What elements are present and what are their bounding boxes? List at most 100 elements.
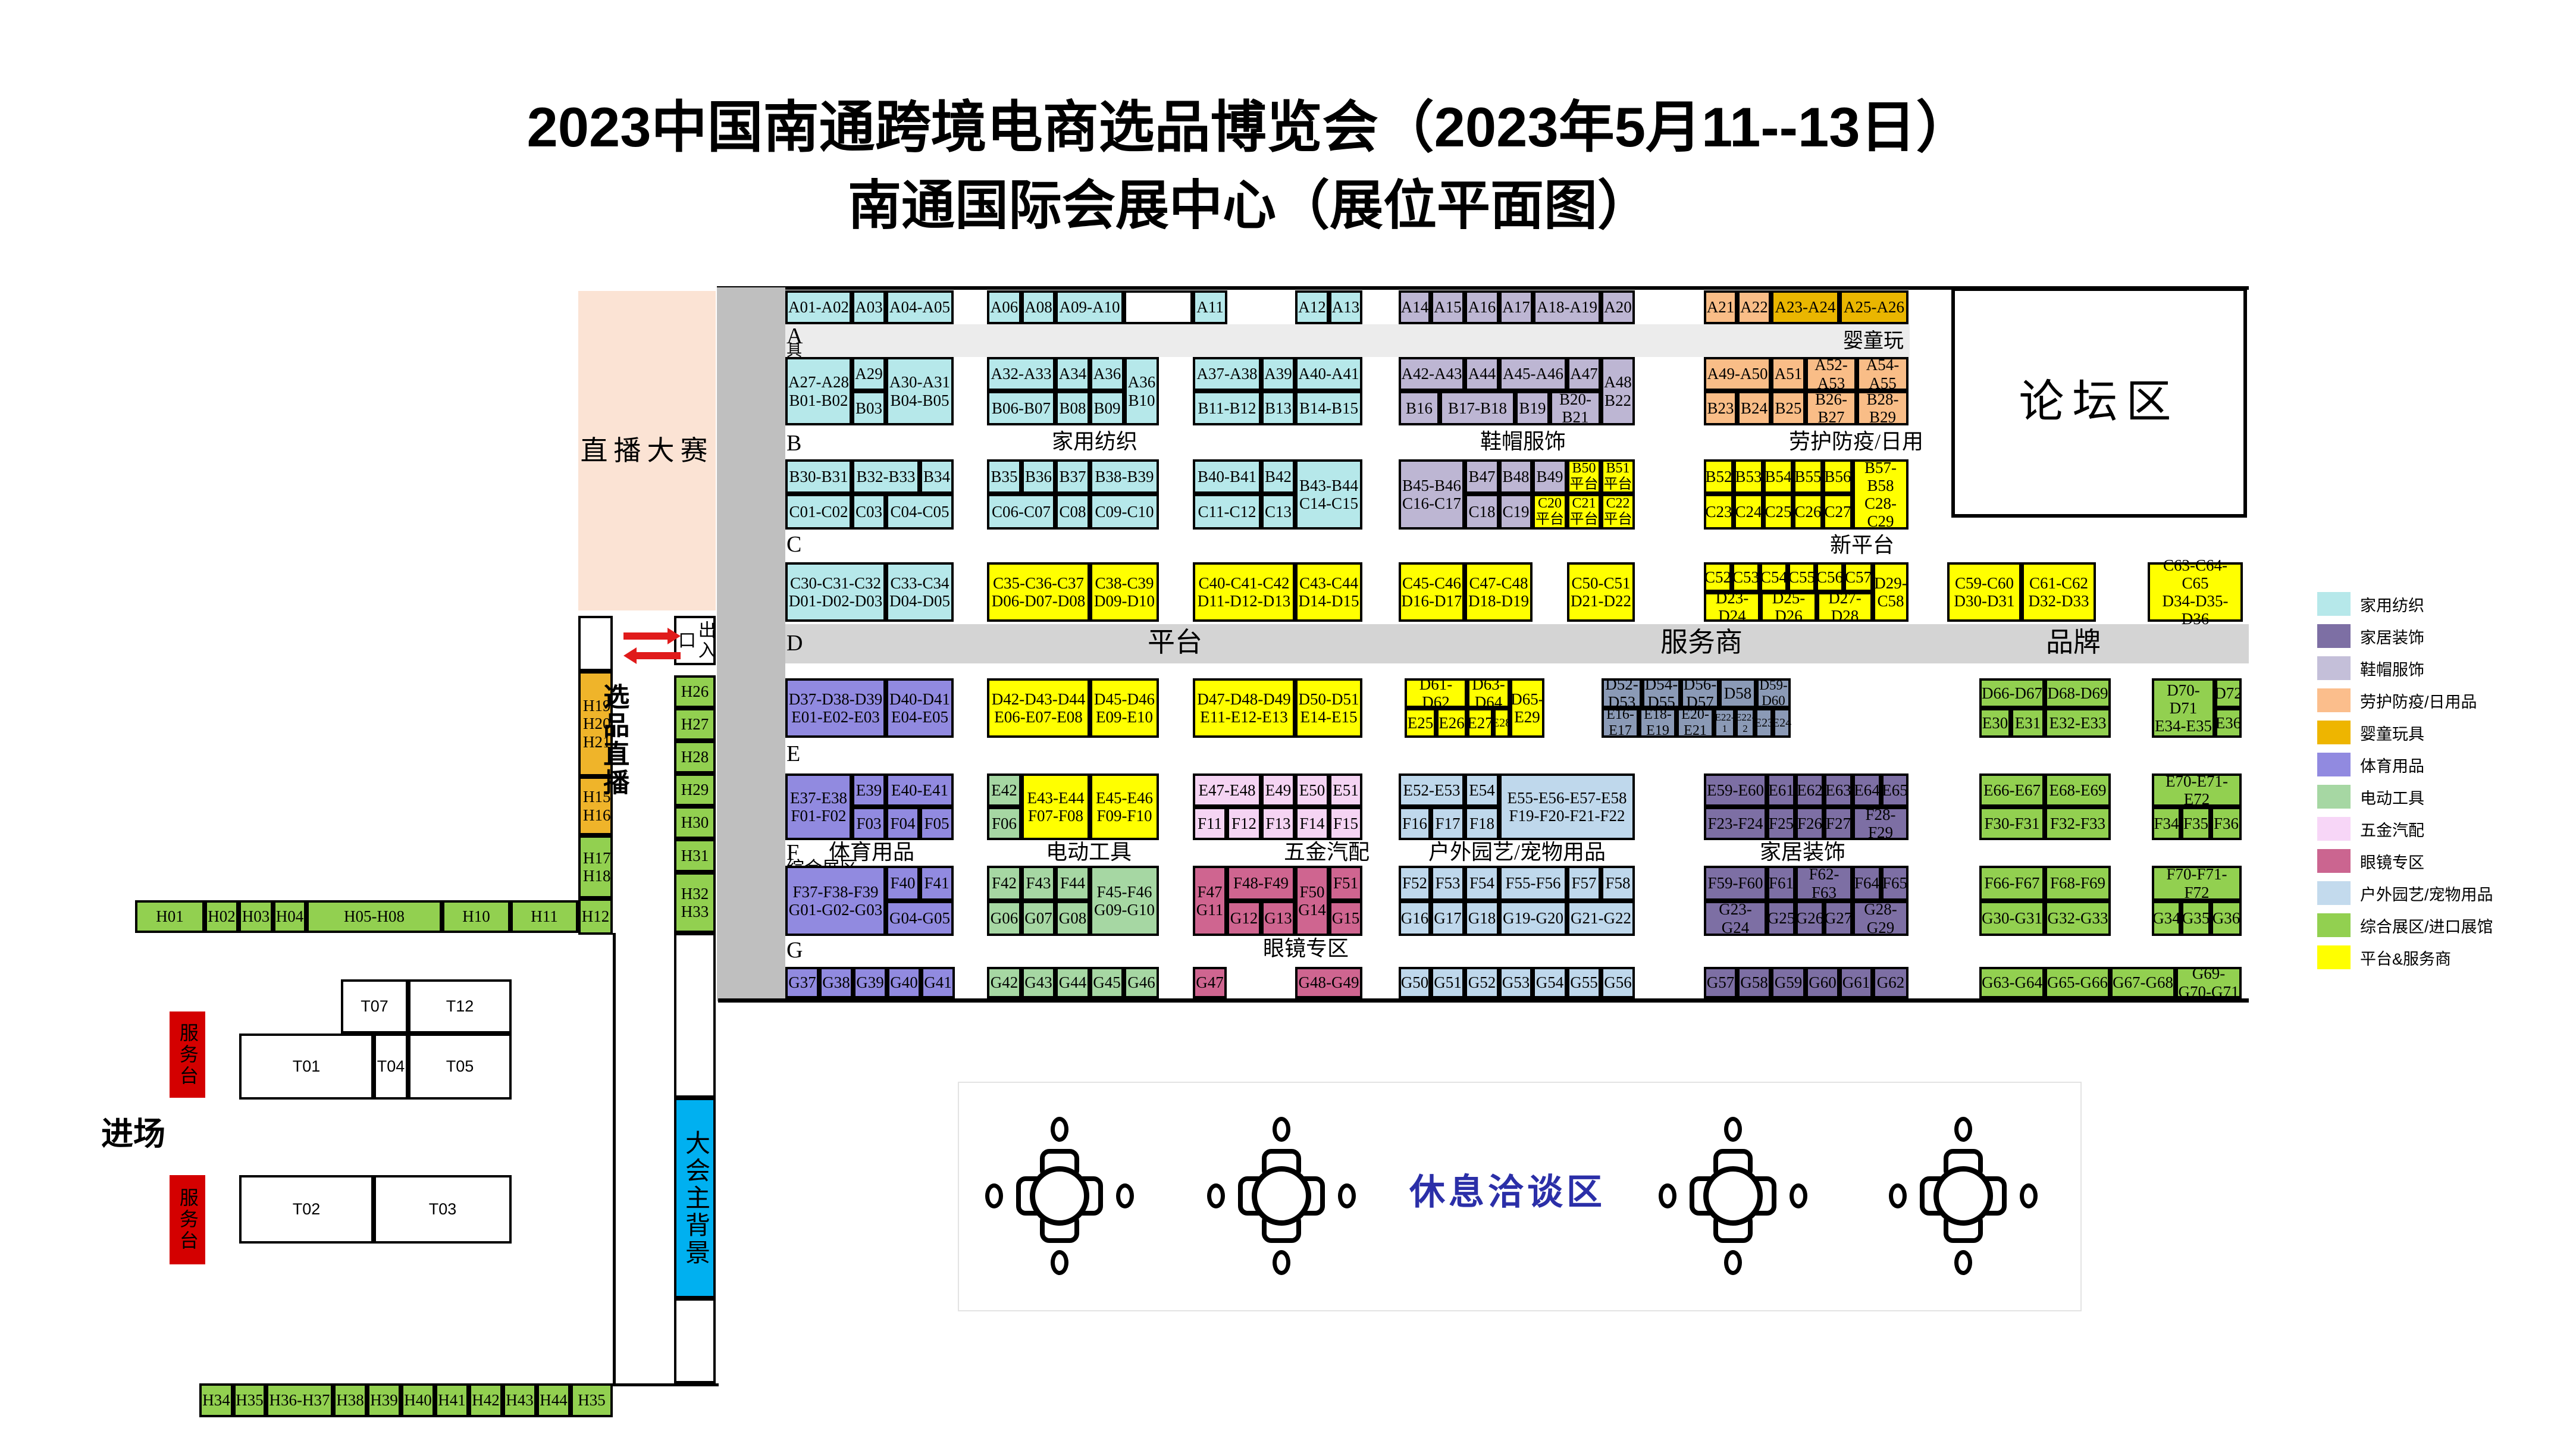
booth-cell: C59-C60 D30-D31 <box>1947 562 2022 622</box>
booth-cell: A21 <box>1704 290 1737 324</box>
legend-item: 平台&服务商 <box>2317 945 2493 969</box>
booth-cell: A40-A41 <box>1295 357 1362 391</box>
aisle-strip <box>717 287 785 1001</box>
booth-cell: H34 <box>199 1383 233 1417</box>
booth-cell: F51 <box>1329 866 1362 901</box>
booth-cell: B30-B31 <box>785 459 852 494</box>
booth-cell: G37 <box>785 967 819 998</box>
booth-cell: F06 <box>987 807 1021 840</box>
booth-cell: G60 <box>1806 967 1839 998</box>
booth-cell: F15 <box>1329 807 1362 840</box>
chair-icon <box>1889 1183 1907 1208</box>
booth-cell: E54 <box>1465 773 1499 807</box>
booth-cell: C13 <box>1261 494 1295 530</box>
booth-cell: B52 <box>1704 459 1734 494</box>
empty-cell <box>578 616 613 671</box>
map-label: 眼镜专区 <box>1262 937 1349 960</box>
booth-cell: E49 <box>1261 773 1295 807</box>
booth-cell: F45-F46 G09-G10 <box>1090 866 1159 936</box>
booth-cell: E61 <box>1767 773 1795 807</box>
map-label: 户外园艺/宠物用品 <box>1428 840 1606 864</box>
booth-cell: C38-C39 D09-D10 <box>1090 562 1159 622</box>
aisle-strip <box>785 324 1910 357</box>
booth-cell: F58 <box>1601 866 1635 901</box>
booth-cell: E59-E60 <box>1704 773 1767 807</box>
map-label: 体育用品 <box>828 840 915 864</box>
chair-icon <box>1954 1250 1972 1275</box>
booth-cell: E47-E48 <box>1193 773 1261 807</box>
booth-cell: E55-E56-E57-E58 F19-F20-F21-F22 <box>1499 773 1635 840</box>
booth-cell: A14 <box>1399 290 1431 324</box>
booth-cell: E43-E44 F07-F08 <box>1021 773 1090 840</box>
legend-swatch <box>2317 753 2351 776</box>
booth-cell: G23-G24 <box>1704 900 1767 937</box>
booth-cell: A23-A24 <box>1771 290 1839 324</box>
booth-cell: G50 <box>1399 967 1431 998</box>
booth-cell: G45 <box>1090 967 1124 998</box>
booth-cell: D27-D28 <box>1817 589 1873 625</box>
booth-cell: H17 H18 <box>578 835 613 898</box>
booth-cell: E50 <box>1295 773 1329 807</box>
booth-cell: D29- C58 <box>1873 562 1909 622</box>
wall-line <box>718 998 2249 1003</box>
booth-cell: E18-E19 <box>1639 707 1676 738</box>
booth-cell: F16 <box>1399 807 1431 840</box>
booth-cell: B17-B18 <box>1440 391 1515 425</box>
booth-cell: G06 <box>987 901 1021 936</box>
booth-cell: G57 <box>1704 967 1737 998</box>
booth-cell: A48 B22 <box>1601 357 1635 425</box>
map-label: D <box>786 631 803 656</box>
booth-cell: B37 <box>1055 459 1090 494</box>
map-label: 具 <box>786 342 803 359</box>
booth-cell: F26 <box>1795 807 1824 840</box>
booth-cell: A47 <box>1567 357 1601 391</box>
legend-swatch <box>2317 688 2351 712</box>
legend-item: 电动工具 <box>2317 785 2493 809</box>
booth-cell: D56-D57 <box>1681 675 1719 711</box>
booth-cell: D59-D60 <box>1756 678 1791 708</box>
booth-cell: 论坛区 <box>1951 287 2247 518</box>
booth-cell: G36 <box>2211 901 2242 936</box>
booth-cell: G41 <box>921 967 955 998</box>
round-table-icon <box>985 1117 1134 1275</box>
booth-cell: E24 <box>1772 708 1791 738</box>
legend-label: 电动工具 <box>2360 789 2424 807</box>
booth-cell: C11-C12 <box>1193 494 1261 530</box>
booth-cell: G17 <box>1431 901 1465 936</box>
map-label: 家用纺织 <box>1051 430 1138 453</box>
booth-cell: D40-D41 E04-E05 <box>886 678 954 738</box>
booth-cell: D58 <box>1719 678 1756 708</box>
booth-cell: A36 <box>1090 357 1124 391</box>
booth-cell: G04-G05 <box>886 901 954 936</box>
booth-cell: E26 <box>1436 708 1467 738</box>
booth-cell: C21 平台 <box>1567 494 1601 530</box>
booth-cell: B38-B39 <box>1090 459 1159 494</box>
booth-cell: 服务台 <box>170 1175 205 1264</box>
booth-cell: A09-A10 <box>1055 290 1124 324</box>
booth-cell: F11 <box>1193 807 1227 840</box>
booth-cell: E40-E41 <box>886 773 954 807</box>
booth-cell: B47 <box>1465 459 1499 494</box>
booth-cell: B06-B07 <box>987 391 1055 425</box>
booth-cell: A17 <box>1499 290 1533 324</box>
booth-cell: B45-B46 C16-C17 <box>1399 459 1465 530</box>
wall-line <box>613 1383 719 1386</box>
booth-cell: G27 <box>1824 901 1853 936</box>
booth-cell: G40 <box>887 967 921 998</box>
booth-cell: G39 <box>853 967 887 998</box>
legend-item: 眼镜专区 <box>2317 849 2493 873</box>
booth-cell: F55-F56 <box>1499 866 1567 901</box>
booth-cell: D37-D38-D39 E01-E02-E03 <box>785 678 886 738</box>
booth-cell: E32-E33 <box>2045 708 2111 738</box>
legend-swatch <box>2317 913 2351 937</box>
booth-cell: E64 <box>1853 773 1881 807</box>
booth-cell: G32-G33 <box>2045 901 2111 936</box>
booth-cell: G55 <box>1567 967 1601 998</box>
map-label: A <box>786 324 803 349</box>
booth-cell: C20 平台 <box>1533 494 1567 530</box>
booth-cell: F64 <box>1853 866 1881 901</box>
booth-cell: 直播大赛 <box>578 291 716 610</box>
booth-cell: F41 <box>920 866 954 901</box>
table-circle <box>1933 1166 1993 1226</box>
booth-cell: D70-D71 E34-E35 <box>2152 678 2215 738</box>
